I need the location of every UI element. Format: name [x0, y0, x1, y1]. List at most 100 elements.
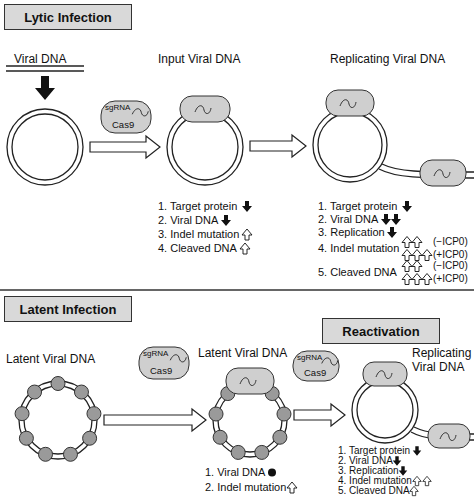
decrease-arrow: [221, 215, 231, 226]
nucleosome: [83, 431, 97, 445]
section-header: Lytic Infection: [4, 4, 132, 30]
dna-ring-outline: [6, 108, 84, 186]
dna-state-heading: Viral DNA: [14, 52, 66, 66]
dna-strand: [357, 382, 413, 438]
dna-ring-outline: [351, 376, 419, 444]
increase-arrow: [287, 482, 297, 493]
decrease-arrow: [387, 227, 397, 238]
effect-list-item: 5. Cleaved DNA: [338, 486, 410, 496]
dna-strand: [167, 109, 243, 185]
sgrna-label: sgRNA: [143, 349, 168, 358]
nucleosome: [28, 385, 42, 399]
nucleosome: [19, 431, 33, 445]
dna-strand: [7, 109, 83, 185]
dna-circle: Viral DNA: [6, 108, 84, 186]
dna-ring-outline: [18, 380, 98, 460]
sgrna-loop: [340, 100, 356, 108]
sgrna-loop: [170, 355, 186, 362]
sgrna-loop: [132, 109, 148, 116]
replication-tail: [411, 432, 474, 440]
section-divider: [0, 289, 474, 291]
decrease-arrow: [393, 456, 402, 465]
dna-strand: [19, 381, 97, 459]
replication-tail: [414, 427, 474, 434]
increase-arrow: [240, 243, 250, 254]
dna-state-heading: Latent Viral DNA: [198, 346, 287, 360]
sgrna-label: sgRNA: [105, 103, 130, 112]
dna-strand: [213, 383, 287, 457]
cas9-label: Cas9: [112, 119, 134, 130]
nucleosome: [265, 387, 279, 401]
bound-cas9: [428, 424, 470, 448]
dna-strand: [12, 114, 78, 180]
effect-list-item: 4. Indel mutation: [318, 242, 399, 255]
effect-list-item: 2. Indel mutation: [205, 481, 286, 494]
condition-note: (−ICP0): [433, 237, 468, 247]
effect-list-item: 1. Target protein: [158, 200, 237, 213]
no-change-dot: [268, 469, 276, 477]
nucleosome: [51, 377, 65, 391]
dna-ring-outline: [212, 382, 288, 458]
nucleosome: [243, 379, 257, 393]
dna-state-heading: Replicating Viral DNA: [330, 52, 445, 66]
effect-list-item: 5. Cleaved DNA: [318, 266, 397, 279]
cas9-complex: sgRNACas9: [138, 346, 190, 380]
nucleosome: [231, 445, 245, 459]
bound-cas9: [363, 362, 407, 386]
replication-tail: [382, 164, 474, 172]
effect-list-item: 4. Indel mutation: [338, 476, 412, 486]
condition-note: (+ICP0): [433, 274, 468, 284]
nucleosome: [213, 430, 227, 444]
linear-dna-strand: [6, 70, 84, 71]
effect-list-item: 2. Viral DNA: [318, 213, 378, 226]
effect-list-item: 1. Target protein: [318, 200, 397, 213]
nucleosome: [87, 407, 101, 421]
nucleosome: [221, 387, 235, 401]
effect-list-item: 2. Viral DNA: [338, 456, 393, 466]
nucleosome: [74, 385, 88, 399]
bound-cas9: [420, 160, 466, 186]
dna-circle: Replicating Viral DNA: [312, 107, 388, 183]
condition-note: (−ICP0): [433, 261, 468, 271]
circularization-arrow: [35, 76, 55, 100]
sgrna-label: sgRNA: [297, 353, 322, 362]
decrease-arrow: [391, 214, 401, 225]
cas9-complex: sgRNACas9: [292, 350, 340, 382]
sgrna-loop: [440, 433, 456, 441]
effect-list-item: 1. Target protein: [338, 446, 410, 456]
block-arrow: [294, 404, 345, 426]
dna-state-heading: Input Viral DNA: [158, 52, 240, 66]
increase-arrow: [410, 486, 419, 495]
section-header: Reactivation: [322, 318, 440, 344]
increase-arrow: [402, 261, 412, 272]
dna-ring-outline: [166, 108, 244, 186]
nucleosome: [15, 407, 29, 421]
cas9-body: [293, 351, 339, 381]
effect-list-item: 3. Replication: [338, 466, 399, 476]
increase-arrow: [422, 250, 432, 261]
bound-cas9: [326, 90, 374, 116]
nucleosome: [63, 447, 77, 461]
decrease-arrow: [399, 466, 408, 475]
increase-arrow: [412, 237, 422, 248]
increase-arrow: [412, 261, 422, 272]
decrease-arrow: [413, 446, 422, 455]
connector-layer: [90, 135, 345, 431]
sgrna-loop: [195, 106, 211, 114]
section-title: Lytic Infection: [24, 10, 112, 25]
nucleosome: [277, 407, 291, 421]
dna-strand: [313, 108, 387, 182]
section-header: Latent Infection: [4, 296, 132, 322]
dna-strand: [24, 386, 92, 454]
sgrna-loop: [240, 378, 256, 386]
increase-arrow: [422, 274, 432, 285]
sgrna-loop: [434, 170, 450, 178]
effect-list-item: 2. Viral DNA: [158, 214, 218, 227]
increase-arrow: [413, 476, 422, 485]
nucleosome: [209, 407, 223, 421]
block-arrow: [250, 135, 306, 157]
condition-note: (+ICP0): [433, 250, 468, 260]
